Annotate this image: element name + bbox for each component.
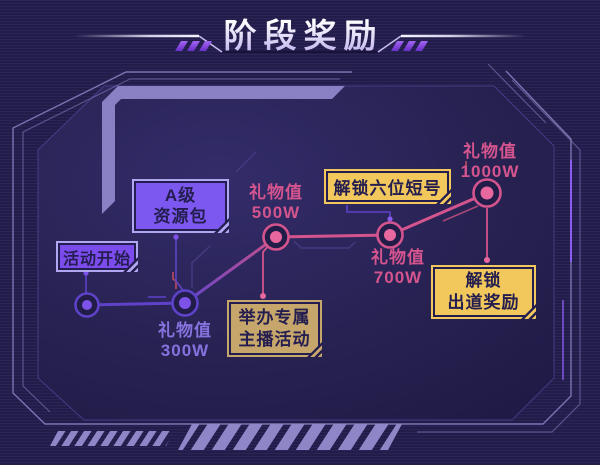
node-700w — [376, 221, 404, 249]
node-300w — [171, 289, 199, 317]
milestone-label-700w: 礼物值 700W — [371, 248, 425, 287]
reward-box-short-id: 解锁六位短号 — [324, 169, 451, 204]
milestone-label-1000w: 礼物值 1000W — [460, 142, 520, 181]
reward-box-host-event: 举办专属 主播活动 — [227, 300, 322, 357]
reward-box-a-level-pack: A级 资源包 — [132, 179, 229, 233]
hatch-band-small — [50, 431, 174, 446]
frame-outline-inner-right — [417, 79, 581, 433]
node-1000w — [472, 178, 502, 208]
edge-500w-700w — [275, 233, 391, 239]
reward-box-debut-reward: 解锁 出道奖励 — [431, 265, 536, 319]
title-slashes-right — [391, 41, 428, 51]
roadmap-path — [86, 191, 488, 307]
circuit-traces — [148, 151, 479, 298]
edge-300w-500w — [184, 235, 277, 305]
corner-bracket — [102, 86, 345, 214]
node-start — [74, 292, 100, 318]
milestone-label-500w: 礼物值 500W — [249, 183, 303, 222]
page-title: 阶段奖励 — [0, 9, 600, 57]
frame-bevel-extra — [487, 63, 547, 124]
reward-box-start: 活动开始 — [56, 241, 138, 272]
edge-start-300w — [86, 301, 186, 307]
title-decoration — [75, 34, 525, 53]
node-500w — [262, 223, 290, 251]
milestone-label-300w: 礼物值 300W — [158, 321, 212, 360]
title-slashes-left — [175, 41, 212, 51]
frame-outline-inner-left — [22, 78, 340, 413]
hatch-band-large — [178, 424, 402, 450]
box-connectors — [83, 205, 490, 299]
edge-700w-1000w — [389, 191, 488, 237]
